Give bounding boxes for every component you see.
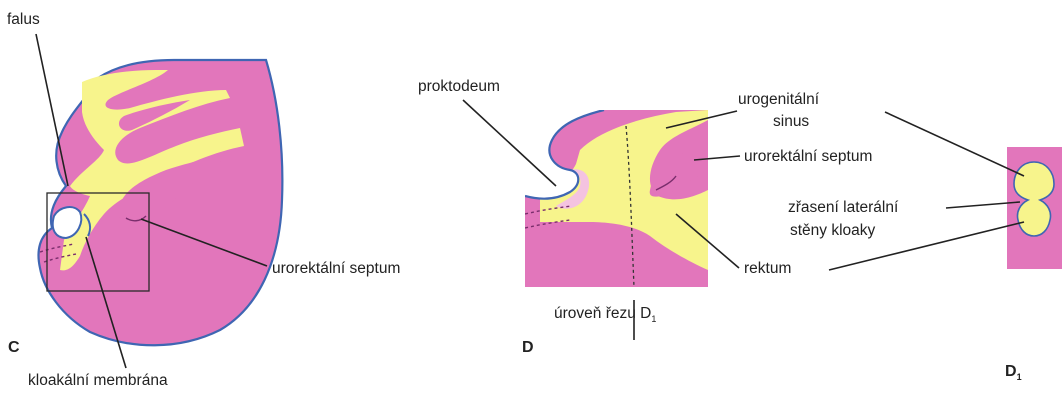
panel-label-d1-sub: 1 bbox=[1017, 372, 1022, 382]
label-uroven-rezu-main: úroveň řezu D bbox=[554, 305, 651, 322]
label-proktodeum: proktodeum bbox=[418, 78, 500, 95]
panel-label-c: C bbox=[8, 339, 20, 356]
label-zraseni-line2: stěny kloaky bbox=[790, 222, 876, 239]
label-urorektalni-septum-c: urorektální septum bbox=[272, 260, 400, 277]
label-rektum: rektum bbox=[744, 260, 791, 277]
label-urorektalni-septum-d: urorektální septum bbox=[744, 148, 872, 165]
label-uroven-rezu: úroveň řezu D1 bbox=[554, 305, 656, 324]
label-kloakalni-membrana: kloakální membrána bbox=[28, 372, 168, 389]
label-uroven-rezu-sub: 1 bbox=[651, 314, 656, 324]
label-urogenitalni-line1: urogenitální bbox=[738, 91, 820, 108]
panel-label-d1: D1 bbox=[1005, 363, 1022, 382]
panel-d1-drawing bbox=[1007, 147, 1062, 269]
label-falus: falus bbox=[7, 11, 40, 28]
panel-d-drawing bbox=[525, 110, 708, 287]
panel-label-d: D bbox=[522, 339, 534, 356]
falus-leader bbox=[36, 34, 68, 186]
panel-c-drawing bbox=[39, 60, 283, 345]
label-zraseni-line1: zřasení laterální bbox=[788, 199, 899, 216]
urogenitalni-sinus-d1-leader bbox=[885, 112, 1024, 176]
label-urogenitalni-line2: sinus bbox=[773, 113, 809, 130]
panel-label-d1-main: D bbox=[1005, 363, 1017, 380]
